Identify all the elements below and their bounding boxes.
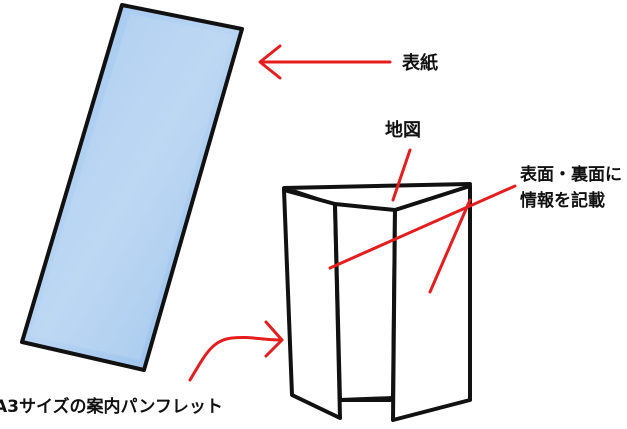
cover-arrow-head <box>258 44 282 80</box>
front-back-info-label: 表面・裏面に情報を記載 <box>520 165 622 211</box>
map-label: 地図 <box>385 120 421 141</box>
pamphlet-arrow-curve <box>188 335 282 382</box>
front-back-pointer-right <box>428 198 472 294</box>
pamphlet-arrow-head <box>264 320 284 358</box>
map-pointer-line <box>391 148 412 202</box>
cover-sheet-texture <box>30 14 233 360</box>
pamphlet-label: A3サイズの案内パンフレット <box>0 397 223 417</box>
front-back-pointer-left <box>328 184 517 270</box>
pamphlet-right-flap <box>391 184 472 422</box>
pamphlet-center-panel <box>333 202 397 402</box>
pamphlet-left-flap <box>282 188 342 420</box>
cover-label: 表紙 <box>402 53 438 74</box>
